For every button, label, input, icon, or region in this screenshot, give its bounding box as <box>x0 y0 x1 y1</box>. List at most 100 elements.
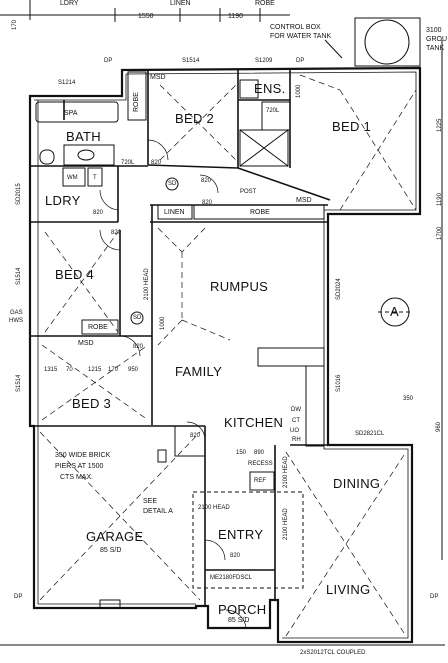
piers-note-1: 350 WIDE BRICK <box>55 452 111 459</box>
detail-a-outline <box>192 491 304 589</box>
see-detail-2: DETAIL A <box>143 508 173 515</box>
sd-label-2: SD <box>133 315 142 321</box>
dim-820-bed3: 820 <box>133 344 144 350</box>
hall-robe <box>193 204 325 220</box>
garage-pier <box>157 449 167 463</box>
ground-tank-2: GROU <box>426 36 447 43</box>
dining-window-note: SD2821CL <box>355 431 385 437</box>
dim-820-bed4: 820 <box>111 230 122 236</box>
head-2100-entry: 2100 HEAD <box>198 505 230 511</box>
ref-label: REF <box>254 478 266 484</box>
gas-label: GAS <box>10 310 23 316</box>
ensuite-shower <box>239 129 289 167</box>
water-tank-outline <box>354 17 421 67</box>
vanity <box>63 144 115 166</box>
hall-msd-label: MSD <box>296 197 312 204</box>
linen-cupboard <box>157 204 193 220</box>
window-s1016: S1016 <box>336 374 342 392</box>
dim-1700: 1700 <box>437 226 443 240</box>
me-door-note: ME2180FDSCL <box>210 575 253 581</box>
room-bed3: BED 3 <box>72 396 112 411</box>
garage-door-size: 85 S/D <box>100 547 122 554</box>
head-2100-entry-side: 2100 HEAD <box>283 508 289 540</box>
dim-170b: 170 <box>108 367 119 373</box>
garage-door-frame <box>174 425 206 457</box>
room-rumpus: RUMPUS <box>210 279 269 294</box>
bed2-msd-label: MSD <box>150 74 166 81</box>
dim-820-hall: 820 <box>201 178 212 184</box>
dim-top-robe: ROBE <box>255 0 275 7</box>
room-kitchen: KITCHEN <box>224 415 284 430</box>
dim-70: 70 <box>66 367 73 373</box>
dim-1190-right: 1190 <box>437 193 443 206</box>
dim-1215: 1215 <box>88 367 102 373</box>
dim-820-ldry: 820 <box>93 210 104 216</box>
dim-170: 170 <box>12 19 18 30</box>
bed2-robe-label: ROBE <box>133 92 140 112</box>
ground-tank-1: 3100 <box>426 27 442 34</box>
ensuite-toilet <box>239 79 259 99</box>
dim-1000-rumpus: 1000 <box>160 316 166 330</box>
spa-bath <box>35 101 119 123</box>
bed4-robe-label: ROBE <box>88 324 108 331</box>
room-ensuite: ENS. <box>254 81 286 96</box>
piers-note-2: PIERS AT 1500 <box>55 463 104 470</box>
door-swings <box>99 139 247 629</box>
washing-machine <box>62 167 86 187</box>
fridge-recess <box>249 471 275 491</box>
linen-label: LINEN <box>164 209 185 216</box>
dim-1550: 1550 <box>138 13 154 20</box>
dw-label: DW <box>291 407 301 413</box>
dim-720-ens: 720L <box>266 108 280 114</box>
garage-step <box>99 599 121 609</box>
head-2100-rumpus: 2100 HEAD <box>144 268 150 300</box>
bed2-robe <box>127 71 147 121</box>
room-living: LIVING <box>326 582 371 597</box>
hws-label: HWS <box>9 318 23 324</box>
recess-label: RECESS <box>248 461 273 467</box>
dim-150: 150 <box>236 450 247 456</box>
dim-720-bath: 720L <box>121 160 135 166</box>
window-s1514-top: S1514 <box>182 58 200 64</box>
bed4-robe <box>81 319 119 335</box>
room-garage: GARAGE <box>86 529 144 544</box>
room-bed4: BED 4 <box>55 267 95 282</box>
room-family: FAMILY <box>175 364 223 379</box>
dim-1225: 1225 <box>437 118 443 132</box>
ground-tank-3: TANK <box>426 45 445 52</box>
room-porch: PORCH <box>218 602 267 617</box>
room-bath: BATH <box>66 129 101 144</box>
rh-label: RH <box>292 437 301 443</box>
dim-top-ldry: LDRY <box>60 0 79 7</box>
spa-label: SPA <box>64 110 78 117</box>
dim-1000-ens: 1000 <box>296 84 302 98</box>
dim-820-garage: 820 <box>190 433 201 439</box>
dim-820-linen: 820 <box>202 200 213 206</box>
room-bed1: BED 1 <box>332 119 372 134</box>
window-s1514-bed4: S1514 <box>16 267 22 285</box>
toilet <box>39 149 55 165</box>
bottom-window-note: 2xS2012TCL COUPLED <box>300 650 366 656</box>
smoke-detector-1 <box>165 177 179 191</box>
kitchen-island <box>257 347 325 367</box>
dim-890: 890 <box>254 450 265 456</box>
outer-walls <box>28 66 422 644</box>
water-tank-circle <box>364 19 410 65</box>
piers-note-3: CTS MAX. <box>60 474 94 481</box>
trough <box>87 167 103 187</box>
window-sd2015: SD2015 <box>16 183 22 205</box>
ceiling-diagonals <box>39 74 417 637</box>
control-box-note: CONTROL BOX <box>270 24 321 31</box>
dim-820-bed2: 820 <box>151 160 162 166</box>
dim-950: 950 <box>128 367 139 373</box>
window-s1214: S1214 <box>58 80 76 86</box>
dim-820-entry: 820 <box>230 553 241 559</box>
hall-robe-label: ROBE <box>250 209 270 216</box>
window-s1514-bed3: S1514 <box>16 374 22 392</box>
room-laundry: LDRY <box>45 193 81 208</box>
window-sd2024: SD2024 <box>336 278 342 300</box>
see-detail-1: SEE <box>143 498 158 505</box>
ensuite-vanity <box>261 101 291 131</box>
uo-label: UO <box>290 428 299 434</box>
